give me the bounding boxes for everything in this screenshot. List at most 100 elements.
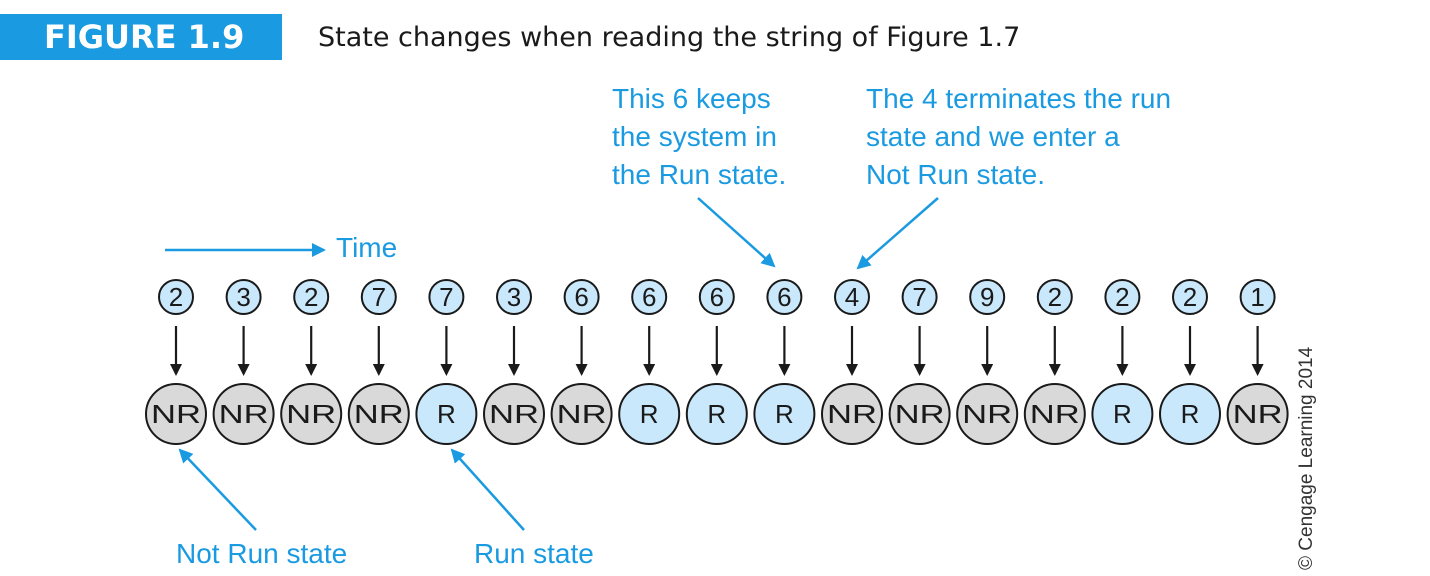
digit-circle [834, 279, 870, 315]
digit-label: 6 [642, 282, 656, 312]
sequence-group: 2NR3NR2NR7NR7R3NR6NR6R6R6R4NR7NR9NR2NR2R… [145, 279, 1289, 445]
digit-label: 2 [1115, 282, 1129, 312]
not-run-state-circle [1226, 383, 1289, 445]
sequence-item: 2NR [280, 279, 343, 445]
state-label: NR [557, 399, 607, 429]
state-label: NR [489, 399, 539, 429]
digit-circle [360, 279, 397, 315]
state-label: R [640, 399, 659, 429]
digit-circle [428, 279, 465, 315]
digit-circle [901, 279, 938, 315]
sequence-item: 2R [1159, 279, 1221, 445]
digit-label: 7 [372, 282, 386, 312]
callout-terminate-line-2: state and we enter a [866, 121, 1120, 152]
sequence-item: 3NR [483, 279, 545, 445]
digit-label: 3 [507, 282, 521, 312]
not-run-state-circle [888, 383, 951, 445]
state-label: R [707, 399, 726, 429]
digit-label: 2 [1183, 282, 1197, 312]
run-state-circle [753, 383, 816, 445]
not-run-state-circle [145, 383, 207, 445]
not-run-state-circle [550, 383, 613, 445]
not-run-state-arrow [178, 448, 257, 531]
digit-label: 3 [236, 282, 250, 312]
digit-label: 2 [169, 282, 183, 312]
callout-keep-run-arrow [697, 197, 776, 268]
not-run-state-circle [821, 383, 883, 445]
digit-circle [631, 279, 668, 315]
digit-label: 4 [845, 282, 859, 312]
state-label: NR [895, 399, 945, 429]
sequence-item: 6R [685, 279, 748, 445]
digit-circle [766, 279, 803, 315]
sequence-item: 1NR [1226, 279, 1289, 445]
digit-label: 9 [980, 282, 994, 312]
callout-keep-run: This 6 keeps the system in the Run state… [612, 83, 786, 190]
state-label: R [1113, 399, 1132, 429]
digit-circle [563, 279, 600, 315]
digit-circle [496, 279, 532, 315]
sequence-item: 4NR [821, 279, 883, 445]
sequence-item: 6NR [550, 279, 613, 445]
callout-keep-run-line-1: This 6 keeps [612, 83, 771, 114]
run-state-label: Run state [474, 538, 594, 569]
digit-circle [1239, 279, 1276, 315]
not-run-state-circle [1023, 383, 1086, 445]
sequence-item: 2R [1091, 279, 1154, 445]
digit-label: 6 [777, 282, 791, 312]
digit-circle [969, 279, 1006, 315]
sequence-item: 7NR [888, 279, 951, 445]
state-label: NR [1030, 399, 1080, 429]
run-state-circle [685, 383, 748, 445]
run-state-arrow [450, 448, 525, 531]
callout-keep-run-line-3: the Run state. [612, 159, 786, 190]
run-state-circle [1091, 383, 1154, 445]
state-label: NR [286, 399, 336, 429]
digit-circle [698, 279, 735, 315]
sequence-item: 2NR [1023, 279, 1086, 445]
sequence-item: 6R [753, 279, 816, 445]
sequence-item: 7NR [347, 279, 410, 445]
digit-label: 1 [1250, 282, 1264, 312]
digit-label: 6 [710, 282, 724, 312]
callout-terminate-line-1: The 4 terminates the run [866, 83, 1171, 114]
state-label: R [437, 399, 456, 429]
callout-terminate-line-3: Not Run state. [866, 159, 1045, 190]
digit-label: 6 [574, 282, 588, 312]
not-run-state-circle [483, 383, 545, 445]
digit-circle [293, 279, 330, 315]
digit-label: 7 [912, 282, 926, 312]
not-run-state-circle [280, 383, 343, 445]
digit-circle [1036, 279, 1073, 315]
state-label: NR [354, 399, 404, 429]
run-state-circle [618, 383, 681, 445]
callout-keep-run-line-2: the system in [612, 121, 777, 152]
digit-label: 7 [439, 282, 453, 312]
run-state-circle [1159, 383, 1221, 445]
digit-circle [1104, 279, 1141, 315]
figure-caption: State changes when reading the string of… [318, 22, 1021, 53]
sequence-item: 7R [415, 279, 478, 445]
run-state-circle [415, 383, 478, 445]
copyright: © Cengage Learning 2014 [1296, 346, 1317, 570]
digit-circle [158, 279, 194, 315]
not-run-state-circle [956, 383, 1019, 445]
sequence-item: 2NR [145, 279, 207, 445]
sequence-item: 9NR [956, 279, 1019, 445]
not-run-state-circle [212, 383, 275, 445]
sequence-item: 6R [618, 279, 681, 445]
callout-terminate-arrow [856, 197, 939, 270]
state-label: R [775, 399, 794, 429]
sequence-item: 3NR [212, 279, 275, 445]
state-label: R [1181, 399, 1200, 429]
not-run-state-circle [347, 383, 410, 445]
state-label: NR [151, 399, 201, 429]
not-run-state-label: Not Run state [176, 538, 347, 569]
state-label: NR [219, 399, 269, 429]
state-label: NR [1233, 399, 1283, 429]
digit-label: 2 [304, 282, 318, 312]
state-label: NR [962, 399, 1012, 429]
figure-label: FIGURE 1.9 [0, 14, 282, 60]
digit-circle [1172, 279, 1208, 315]
digit-circle [225, 279, 262, 315]
